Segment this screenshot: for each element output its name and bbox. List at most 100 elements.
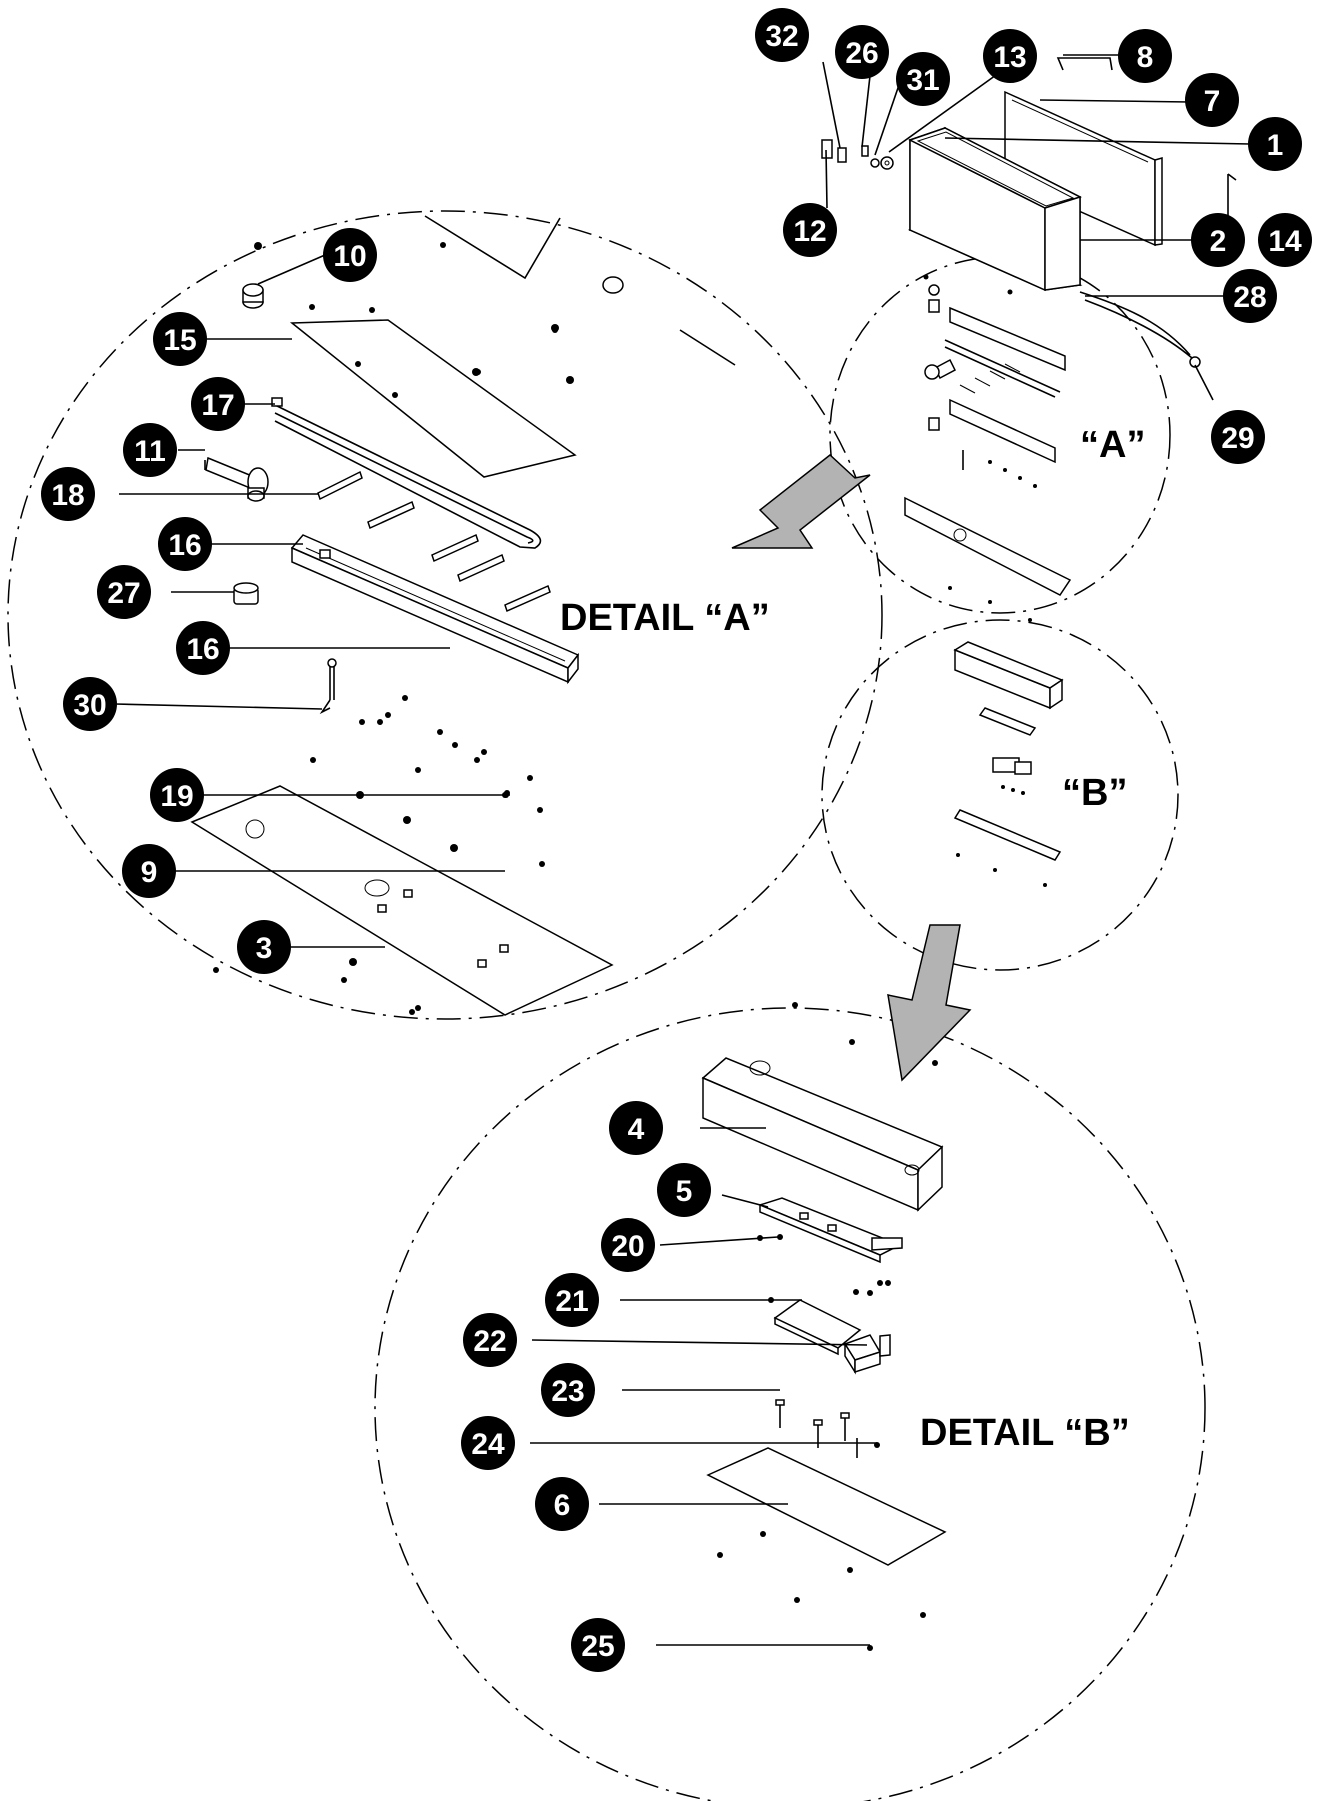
standoffs bbox=[775, 1399, 858, 1458]
detail-b-small-circle bbox=[821, 619, 1179, 971]
detail-a-large-circle bbox=[7, 210, 883, 1020]
svg-text:24: 24 bbox=[471, 1428, 505, 1461]
svg-text:28: 28 bbox=[1233, 281, 1266, 314]
callout-25: 25 bbox=[571, 1618, 625, 1672]
callout-6: 6 bbox=[535, 1477, 589, 1531]
callout-13: 13 bbox=[983, 29, 1037, 83]
detail-a-box-edge-right bbox=[679, 329, 736, 366]
svg-text:1: 1 bbox=[1267, 129, 1284, 162]
svg-text:14: 14 bbox=[1268, 225, 1302, 258]
detail-b-large-label: DETAIL “B” bbox=[920, 1412, 1130, 1454]
svg-text:16: 16 bbox=[168, 529, 201, 562]
detail-b-small-label: “B” bbox=[1062, 772, 1127, 814]
grommet bbox=[602, 276, 624, 294]
callout-18: 18 bbox=[41, 467, 95, 521]
detail-b-small-contents bbox=[953, 641, 1064, 861]
cord-plug bbox=[1189, 356, 1201, 368]
callout-30: 30 bbox=[63, 677, 117, 731]
fasteners-overview bbox=[923, 274, 1047, 887]
thermostat-probe bbox=[204, 456, 269, 502]
callout-20: 20 bbox=[601, 1218, 655, 1272]
detail-a-small-contents bbox=[904, 284, 1072, 596]
callout-11: 11 bbox=[123, 423, 177, 477]
control-board bbox=[773, 1299, 891, 1375]
callout-21: 21 bbox=[545, 1273, 599, 1327]
svg-text:3: 3 bbox=[256, 932, 273, 965]
svg-text:29: 29 bbox=[1221, 422, 1254, 455]
temperature-sensor bbox=[319, 658, 337, 715]
svg-text:2: 2 bbox=[1210, 225, 1227, 258]
power-cord bbox=[1079, 291, 1193, 359]
callout-17: 17 bbox=[191, 377, 245, 431]
callout-29: 29 bbox=[1211, 410, 1265, 464]
callout-26: 26 bbox=[835, 25, 889, 79]
detail-a-small-label: “A” bbox=[1080, 424, 1145, 466]
callout-32: 32 bbox=[755, 8, 809, 62]
callout-16-bottom: 16 bbox=[176, 621, 230, 675]
callout-24: 24 bbox=[461, 1416, 515, 1470]
svg-text:32: 32 bbox=[765, 20, 798, 53]
element-terminal bbox=[271, 397, 283, 407]
svg-text:6: 6 bbox=[554, 1489, 571, 1522]
detail-b-fasteners bbox=[717, 1002, 938, 1651]
svg-text:27: 27 bbox=[107, 577, 140, 610]
callout-28: 28 bbox=[1223, 269, 1277, 323]
callout-16-top: 16 bbox=[158, 517, 212, 571]
svg-text:11: 11 bbox=[134, 435, 166, 468]
callout-31: 31 bbox=[896, 52, 950, 106]
callout-5: 5 bbox=[657, 1163, 711, 1217]
svg-text:4: 4 bbox=[628, 1113, 645, 1146]
svg-text:8: 8 bbox=[1137, 41, 1154, 74]
top-plate bbox=[289, 319, 577, 478]
callout-4: 4 bbox=[609, 1101, 663, 1155]
control-bracket bbox=[757, 1197, 903, 1264]
svg-text:10: 10 bbox=[333, 240, 366, 273]
callout-9: 9 bbox=[122, 844, 176, 898]
svg-text:5: 5 bbox=[676, 1175, 693, 1208]
callout-3: 3 bbox=[237, 920, 291, 974]
svg-text:19: 19 bbox=[160, 780, 193, 813]
bottom-panel bbox=[190, 785, 614, 1016]
bottom-cover-plate bbox=[706, 1447, 947, 1566]
svg-text:26: 26 bbox=[845, 37, 878, 70]
arrow-to-detail-b bbox=[887, 924, 972, 1082]
leader-lines bbox=[114, 54, 1251, 1646]
svg-text:17: 17 bbox=[201, 389, 234, 422]
callout-19: 19 bbox=[150, 768, 204, 822]
callout-15: 15 bbox=[153, 312, 207, 366]
svg-text:15: 15 bbox=[163, 324, 196, 357]
arrow-to-detail-a bbox=[731, 454, 871, 549]
callouts: 1 2 7 8 14 28 29 13 31 26 32 12 10 15 17… bbox=[41, 8, 1312, 1672]
detail-a-large-label: DETAIL “A” bbox=[560, 597, 770, 639]
svg-text:13: 13 bbox=[993, 41, 1026, 74]
svg-text:23: 23 bbox=[551, 1375, 584, 1408]
callout-8: 8 bbox=[1118, 29, 1172, 83]
control-box-cover bbox=[701, 1057, 944, 1212]
svg-text:21: 21 bbox=[555, 1285, 588, 1318]
callout-12: 12 bbox=[783, 203, 837, 257]
indicator-light bbox=[233, 582, 259, 605]
mounting-bracket bbox=[1056, 57, 1113, 71]
detail-a-box-edge bbox=[424, 215, 561, 280]
svg-text:12: 12 bbox=[793, 215, 826, 248]
callout-14: 14 bbox=[1258, 213, 1312, 267]
svg-text:25: 25 bbox=[581, 1630, 614, 1663]
detail-b-large-circle bbox=[374, 1007, 1206, 1801]
callout-1: 1 bbox=[1248, 117, 1302, 171]
callout-7: 7 bbox=[1185, 73, 1239, 127]
svg-text:9: 9 bbox=[141, 856, 158, 889]
callout-10: 10 bbox=[323, 228, 377, 282]
screw bbox=[1227, 173, 1237, 181]
svg-text:20: 20 bbox=[611, 1230, 644, 1263]
element-tray bbox=[290, 534, 580, 685]
thermostat-knob bbox=[242, 283, 264, 309]
callout-22: 22 bbox=[463, 1313, 517, 1367]
callout-23: 23 bbox=[541, 1363, 595, 1417]
svg-text:22: 22 bbox=[473, 1325, 506, 1358]
svg-text:16: 16 bbox=[186, 633, 219, 666]
retaining-clips bbox=[317, 470, 551, 613]
callout-2: 2 bbox=[1191, 213, 1245, 267]
box-housing bbox=[907, 126, 1083, 292]
heating-element bbox=[274, 404, 542, 549]
callout-27: 27 bbox=[97, 565, 151, 619]
